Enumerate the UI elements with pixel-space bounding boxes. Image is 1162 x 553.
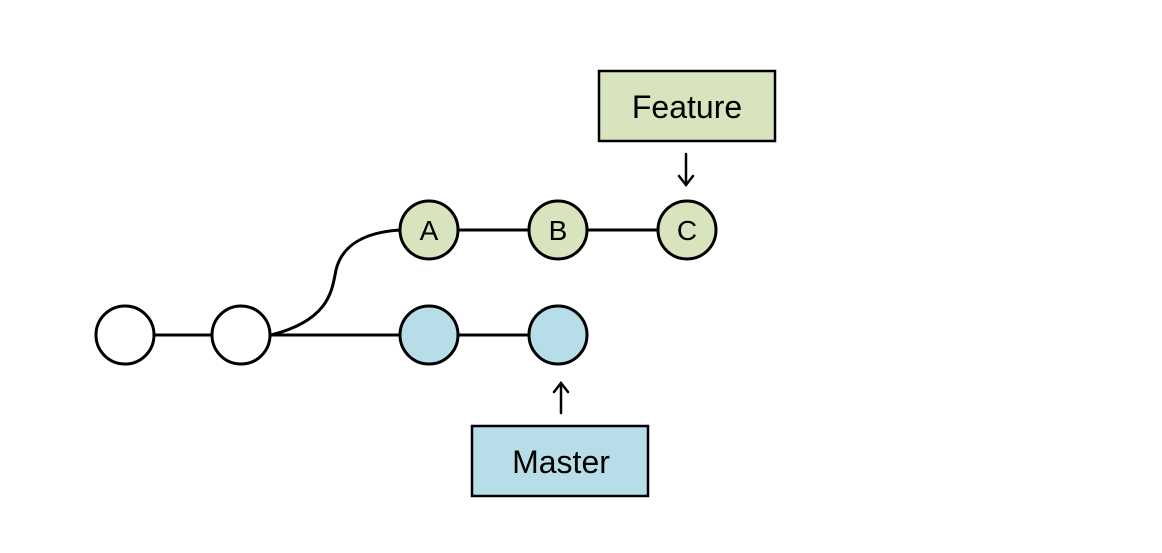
master-branch-box [470,424,650,498]
base-commit-2 [210,304,272,366]
commit-b-label: B [549,215,568,246]
feature-pointer-arrow [677,152,695,188]
master-commit-1 [398,304,460,366]
commit-b [527,199,589,261]
commit-c-label: C [677,215,697,246]
feature-branch-label: Feature [632,89,742,125]
commit-a [398,199,460,261]
base-commit-1 [94,304,156,366]
master-pointer-arrow [552,380,570,415]
commit-a-label: A [420,215,439,246]
feature-branch-box [597,69,777,143]
edge-base2-commit-a [270,228,402,337]
master-commit-2 [527,304,589,366]
commit-c [656,199,718,261]
master-branch-label: Master [512,444,610,480]
